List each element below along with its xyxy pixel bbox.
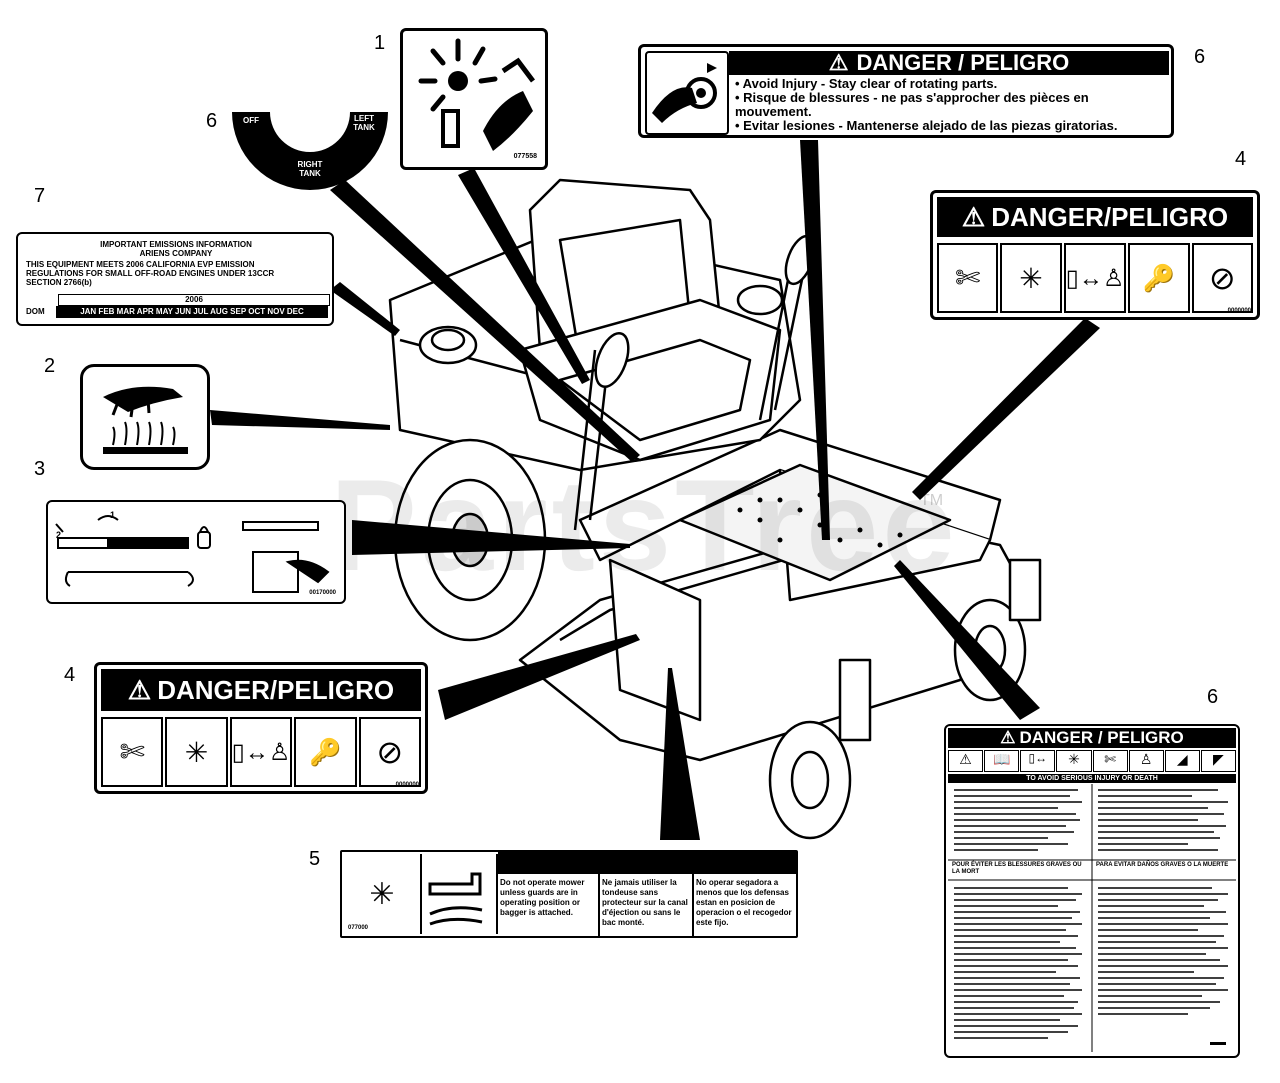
tipping-icon: ◤ [1200, 750, 1236, 772]
warning-triangle-icon: ⚠ [948, 750, 984, 772]
danger-line: • Evitar lesiones - Mantenerse alejado d… [735, 118, 1118, 133]
discharge-text-fr: Ne jamais utiliser la tondeuse sans prot… [602, 878, 688, 927]
decal-danger-pictograms: ⚠ DANGER/PELIGRO ✄ ✳ ▯↔♙ 🔑 ⊘ 0000000 [94, 662, 428, 794]
warning-triangle-icon: ⚠ [961, 201, 986, 232]
danger-subheading: TO AVOID SERIOUS INJURY OR DEATH [948, 774, 1236, 783]
steering-lever [758, 264, 807, 421]
discharge-thrown-object-icon: ✳ [344, 854, 422, 934]
callout-number: 3 [34, 458, 46, 480]
decal-code: 00170000 [309, 590, 336, 596]
rotating-parts-hand-icon [418, 38, 535, 151]
danger-line: • Avoid Injury - Stay clear of rotating … [735, 76, 998, 91]
remove-key-icon: 🔑 [1128, 243, 1190, 313]
footrest-plate [678, 463, 952, 582]
warning-triangle-icon: ⚠ [828, 50, 849, 75]
callout-number: 6 [1207, 686, 1219, 708]
safety-text-block [948, 784, 1236, 1052]
decal-emissions-info: IMPORTANT EMISSIONS INFORMATION ARIENS C… [16, 232, 334, 326]
danger-header-bar: ⚠ DANGER / PELIGRO [729, 50, 1169, 75]
read-manual-icon: 📖 [984, 750, 1020, 772]
callout-number: 1 [374, 32, 386, 54]
no-riders-icon: ⊘ [1191, 243, 1253, 313]
emissions-line: IMPORTANT EMISSIONS INFORMATION [100, 240, 252, 249]
danger-header-bar: ⚠ DANGER / PELIGRO [948, 728, 1236, 748]
danger-header-bar: ⚠ DANGER/PELIGRO [937, 197, 1253, 237]
decal-danger-safety-instructions: ⚠ DANGER / PELIGRO ⚠ 📖 ▯↔ ✳ ✄ ♙ ◢ ◤ TO A… [944, 724, 1240, 1058]
emissions-line: REGULATIONS FOR SMALL OFF-ROAD ENGINES U… [26, 269, 275, 278]
decal-code: 077000 [348, 925, 369, 931]
decal-danger-rotating-parts: ⚠ DANGER / PELIGRO • Avoid Injury - Stay… [638, 44, 1174, 138]
callout-number: 6 [206, 110, 218, 132]
dom-months-bar: JAN FEB MAR APR MAY JUN JUL AUG SEP OCT … [56, 306, 328, 318]
svg-text:1: 1 [110, 510, 115, 520]
watermark-tm: TM [920, 492, 943, 509]
dom-label: DOM [26, 307, 45, 316]
discharge-chute-icon [422, 854, 498, 934]
decal-danger-pictograms: ⚠ DANGER/PELIGRO ✄ ✳ ▯↔♙ 🔑 ⊘ 0000000 [930, 190, 1260, 320]
watermark: PartsTree [330, 452, 959, 598]
discharge-text-en: Do not operate mower unless guards are i… [500, 878, 585, 917]
emissions-year-box: 2006 [58, 294, 330, 306]
callout-number: 6 [1194, 46, 1206, 68]
keep-bystanders-away-icon: ▯↔♙ [1063, 243, 1127, 313]
thrown-object-icon: ✳ [1000, 243, 1062, 313]
leader-lines [210, 140, 1100, 840]
danger-fr-heading: POUR ÉVITER LES BLESSURES GRAVES OU LA M… [952, 862, 1088, 876]
hot-surface-icon [103, 386, 188, 454]
slope-icon: ◢ [1164, 750, 1200, 772]
thrown-object-icon: ✳ [165, 717, 228, 787]
danger-line: • Risque de blessures - ne pas s'approch… [735, 90, 1089, 105]
danger-line: mouvement. [735, 104, 812, 119]
decal-code: 077558 [513, 153, 537, 160]
emissions-line: THIS EQUIPMENT MEETS 2006 CALIFORNIA EVP… [26, 260, 255, 269]
danger-header-bar: ⚠ DANGER/PELIGRO [101, 669, 421, 711]
keep-bystanders-away-icon: ▯↔ [1020, 750, 1056, 772]
emissions-line: SECTION 2766(b) [26, 278, 92, 287]
callout-number: 4 [1235, 148, 1247, 170]
decal-code: 0000000 [395, 782, 419, 788]
danger-heading: DANGER/PELIGRO [991, 201, 1229, 232]
danger-heading: DANGER / PELIGRO [856, 50, 1070, 75]
no-riders-icon: ⊘ [358, 717, 421, 787]
callout-number: 5 [309, 848, 321, 870]
emissions-line: ARIENS COMPANY [139, 249, 213, 258]
blade-cut-icon: ✄ [1092, 750, 1128, 772]
callout-number: 2 [44, 355, 56, 377]
deck-lock-diagram: 1 2 [55, 510, 330, 593]
fuel-left-tank-label: LEFT TANK [353, 114, 375, 132]
decal-deck-lock-instructions: 1 2 00170000 [46, 500, 346, 604]
fuel-right-tank-label: RIGHT TANK [297, 160, 323, 178]
decal-code: 0000000 [1227, 308, 1251, 314]
rider-icon: ♙ [1128, 750, 1164, 772]
svg-text:2: 2 [56, 530, 61, 540]
fuel-tank-selector-decal [232, 112, 388, 190]
danger-es-heading: PARA EVITAR DAÑOS GRAVES O LA MUERTE [1096, 862, 1232, 869]
decal-hot-surface [80, 364, 210, 470]
discharge-header-bar [498, 852, 798, 874]
danger-heading: DANGER / PELIGRO [1019, 728, 1184, 747]
blade-cut-hand-icon: ✄ [101, 717, 164, 787]
discharge-text-es: No operar segadora a menos que los defen… [696, 878, 792, 927]
danger-heading: DANGER/PELIGRO [157, 674, 395, 705]
fuel-off-label: OFF [243, 116, 259, 125]
warning-triangle-icon: ⚠ [1000, 728, 1016, 747]
decal-hand-entanglement: 077558 [400, 28, 548, 170]
warning-triangle-icon: ⚠ [127, 674, 152, 705]
callout-number: 4 [64, 664, 76, 686]
fuel-cap [736, 284, 784, 316]
hand-in-rotor-icon [645, 51, 729, 135]
keep-bystanders-away-icon: ▯↔♙ [229, 717, 293, 787]
decal-discharge-guard: ✳ 077000 Do not operate mower unless gua… [340, 850, 798, 938]
thrown-object-icon: ✳ [1056, 750, 1092, 772]
blade-cut-hand-icon: ✄ [937, 243, 999, 313]
callout-number: 7 [34, 185, 46, 207]
remove-key-icon: 🔑 [294, 717, 357, 787]
